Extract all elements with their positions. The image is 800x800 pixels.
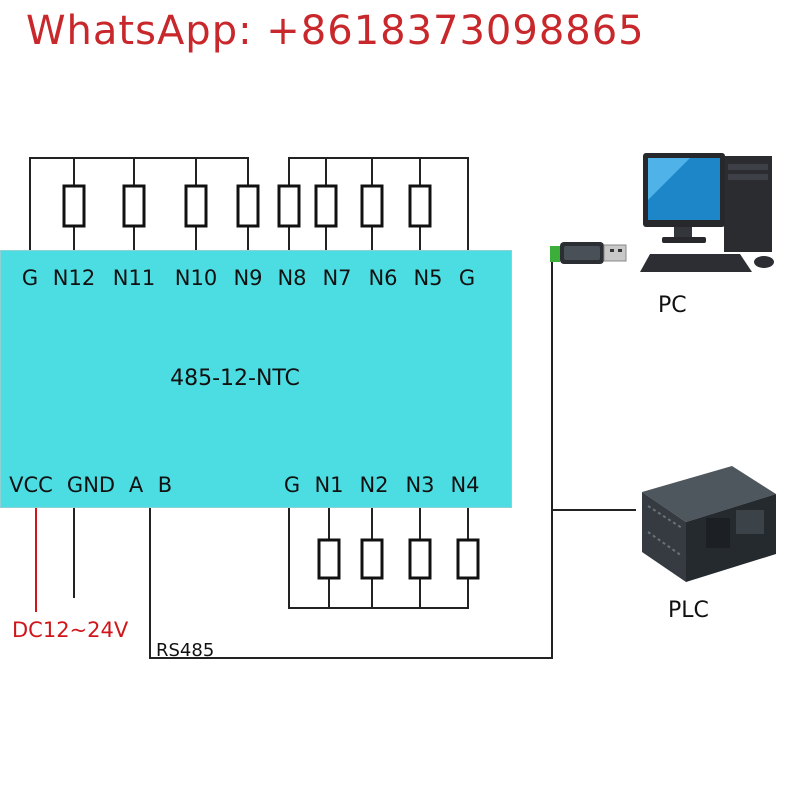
pin-label-n2: N2 bbox=[359, 473, 389, 497]
pin-label-n9: N9 bbox=[233, 266, 263, 290]
ntc-sensor-n6 bbox=[360, 184, 384, 228]
computer-icon bbox=[640, 153, 774, 272]
pin-label-a: A bbox=[128, 473, 144, 497]
ntc-sensor-n12 bbox=[62, 184, 86, 228]
pin-label-top-g-right: G bbox=[458, 266, 476, 290]
power-supply-label: DC12~24V bbox=[12, 618, 129, 642]
pin-label-bottom-g: G bbox=[283, 473, 301, 497]
pin-label-n6: N6 bbox=[368, 266, 398, 290]
module-model-name: 485-12-NTC bbox=[170, 366, 300, 391]
pin-label-gnd: GND bbox=[66, 473, 116, 497]
pin-label-n1: N1 bbox=[314, 473, 344, 497]
pin-label-b: B bbox=[157, 473, 173, 497]
pin-label-n12: N12 bbox=[52, 266, 96, 290]
pin-label-vcc: VCC bbox=[9, 473, 53, 497]
ntc-sensor-n5 bbox=[408, 184, 432, 228]
pin-label-n7: N7 bbox=[322, 266, 352, 290]
pin-label-n11: N11 bbox=[112, 266, 156, 290]
ntc-module-box bbox=[0, 250, 512, 508]
ntc-sensor-n11 bbox=[122, 184, 146, 228]
rs485-bus-wire bbox=[149, 258, 553, 659]
plc-label: PLC bbox=[668, 598, 709, 623]
ntc-sensor-n10 bbox=[184, 184, 208, 228]
ntc-sensor-n9 bbox=[236, 184, 260, 228]
ntc-sensor-n3 bbox=[408, 538, 432, 580]
pc-label: PC bbox=[658, 293, 687, 318]
pin-label-n10: N10 bbox=[174, 266, 218, 290]
pin-label-n3: N3 bbox=[405, 473, 435, 497]
usb-rs485-adapter-icon bbox=[550, 242, 627, 264]
pin-label-n4: N4 bbox=[450, 473, 480, 497]
pin-label-top-g-left: G bbox=[21, 266, 39, 290]
ntc-sensor-n4 bbox=[456, 538, 480, 580]
watermark-text: WhatsApp: +8618373098865 bbox=[26, 8, 645, 54]
ntc-sensor-n2 bbox=[360, 538, 384, 580]
pin-label-n5: N5 bbox=[413, 266, 443, 290]
pin-label-n8: N8 bbox=[277, 266, 307, 290]
ntc-sensor-n1 bbox=[317, 538, 341, 580]
ntc-sensor-n8 bbox=[277, 184, 301, 228]
rs485-label: RS485 bbox=[156, 640, 215, 661]
ntc-sensor-n7 bbox=[314, 184, 338, 228]
plc-icon bbox=[642, 466, 776, 582]
